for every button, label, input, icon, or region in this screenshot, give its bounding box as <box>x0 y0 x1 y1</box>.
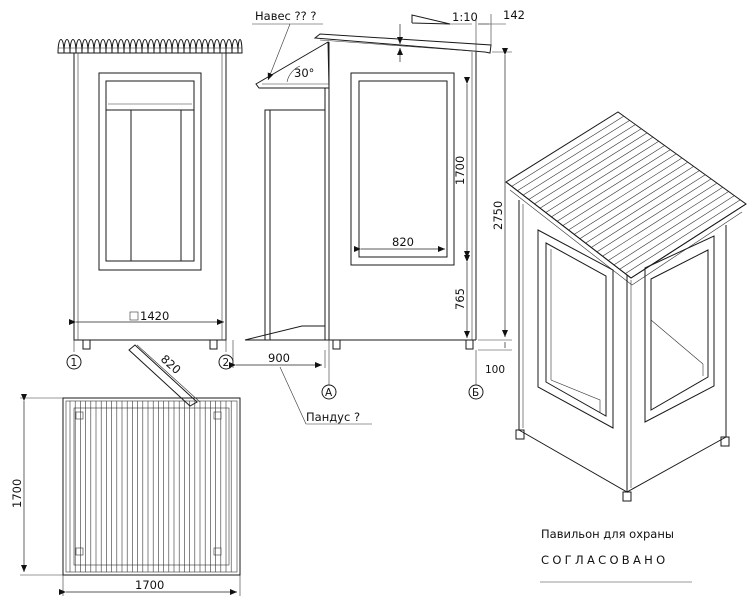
axis-marker-a: А <box>325 387 333 399</box>
iso-roof <box>505 111 747 279</box>
axis-marker-b: Б <box>472 387 479 399</box>
dim-window-width: 820 <box>392 235 414 249</box>
side-roof <box>313 33 492 54</box>
dim-sill-height: 765 <box>453 288 467 310</box>
front-roof <box>57 39 243 54</box>
axis-marker-1: 1 <box>71 357 78 369</box>
canopy-angle: 30° <box>294 66 314 80</box>
ramp-label: Пандус ? <box>306 410 360 424</box>
caption-block: Павильон для охраны СОГЛАСОВАНО <box>540 527 692 583</box>
dim-foot-height: 100 <box>485 364 505 376</box>
front-window-outer <box>98 72 202 271</box>
roof-slope: 1:10 <box>452 10 478 24</box>
side-window-outer <box>350 72 455 266</box>
plan-view: 820 1700 1700 <box>10 344 241 596</box>
dim-plan-depth: 1700 <box>10 479 24 508</box>
iso-view <box>505 111 747 502</box>
caption-title: Павильон для охраны <box>541 527 674 541</box>
plan-outline <box>62 397 241 576</box>
iso-window-left <box>537 229 614 429</box>
side-door <box>264 109 326 341</box>
front-view: 1420 1 2 <box>57 39 243 370</box>
front-window-inner <box>105 80 195 262</box>
dim-total-height: 2750 <box>491 201 505 230</box>
side-ramp <box>244 325 326 341</box>
iso-window-right <box>644 235 715 423</box>
side-view: 30° 820 1700 765 2750 100 <box>229 8 525 425</box>
side-canopy <box>255 41 330 89</box>
dim-plan-width: 1700 <box>135 578 164 592</box>
dim-side-depth: 900 <box>268 351 290 365</box>
dim-overhang: 142 <box>503 8 525 22</box>
dim-ramp-length: 820 <box>158 352 184 377</box>
front-body <box>73 53 227 341</box>
dim-window-height: 1700 <box>453 156 467 185</box>
axis-marker-2: 2 <box>223 357 230 369</box>
side-window-inner <box>358 80 448 258</box>
canopy-label: Навес ?? ? <box>255 9 317 23</box>
caption-approval: СОГЛАСОВАНО <box>541 553 668 567</box>
dim-front-width: 1420 <box>140 309 169 323</box>
